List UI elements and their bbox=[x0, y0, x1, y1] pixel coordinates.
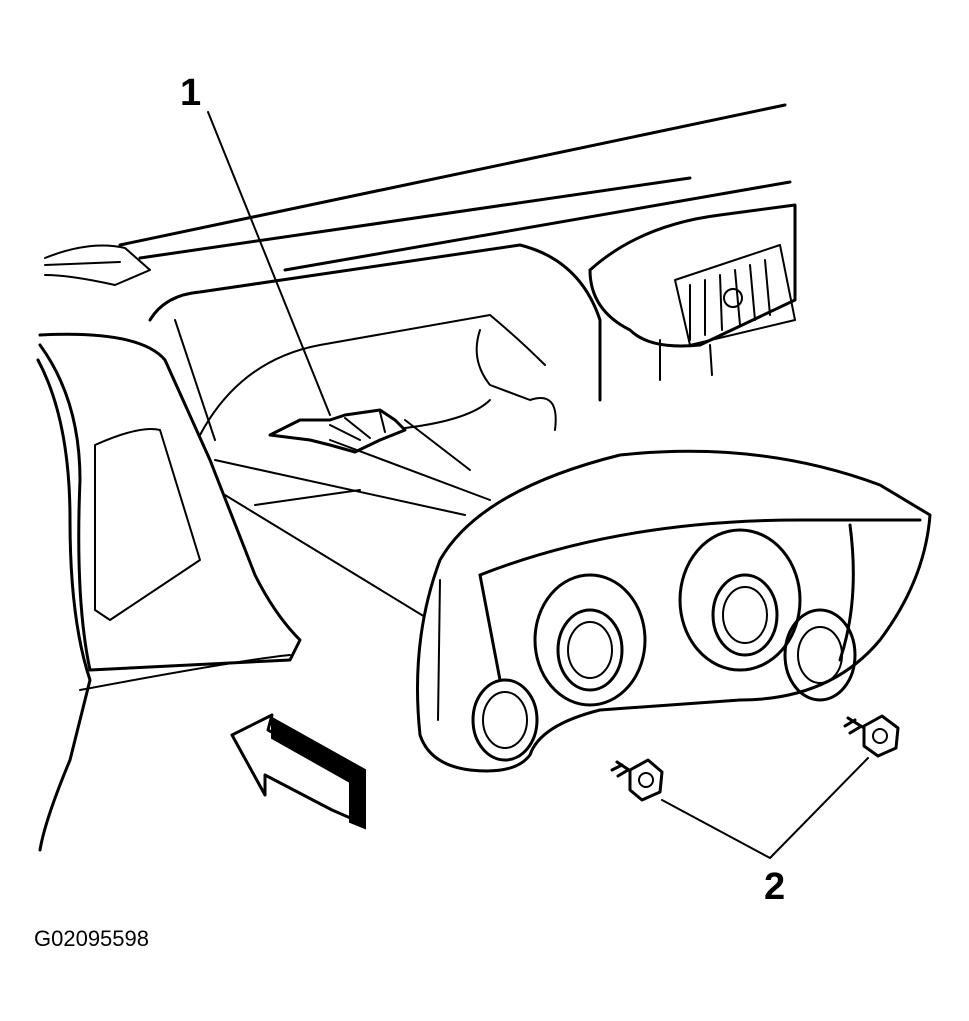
screw-icon bbox=[843, 714, 900, 758]
leader-lines bbox=[207, 111, 869, 859]
gauge-right-large bbox=[678, 528, 802, 672]
screw-icon bbox=[610, 758, 664, 802]
instrument-cluster bbox=[416, 449, 932, 773]
callout-1-label: 1 bbox=[180, 72, 202, 114]
dashboard-outline bbox=[36, 103, 797, 852]
figure-id: G02095598 bbox=[34, 926, 149, 951]
arrow-left-icon bbox=[230, 713, 366, 830]
gauge-far-left bbox=[471, 678, 539, 762]
gauge-left-large bbox=[533, 573, 647, 707]
callout-2-label: 2 bbox=[764, 866, 786, 908]
gauge-far-right bbox=[783, 608, 857, 702]
